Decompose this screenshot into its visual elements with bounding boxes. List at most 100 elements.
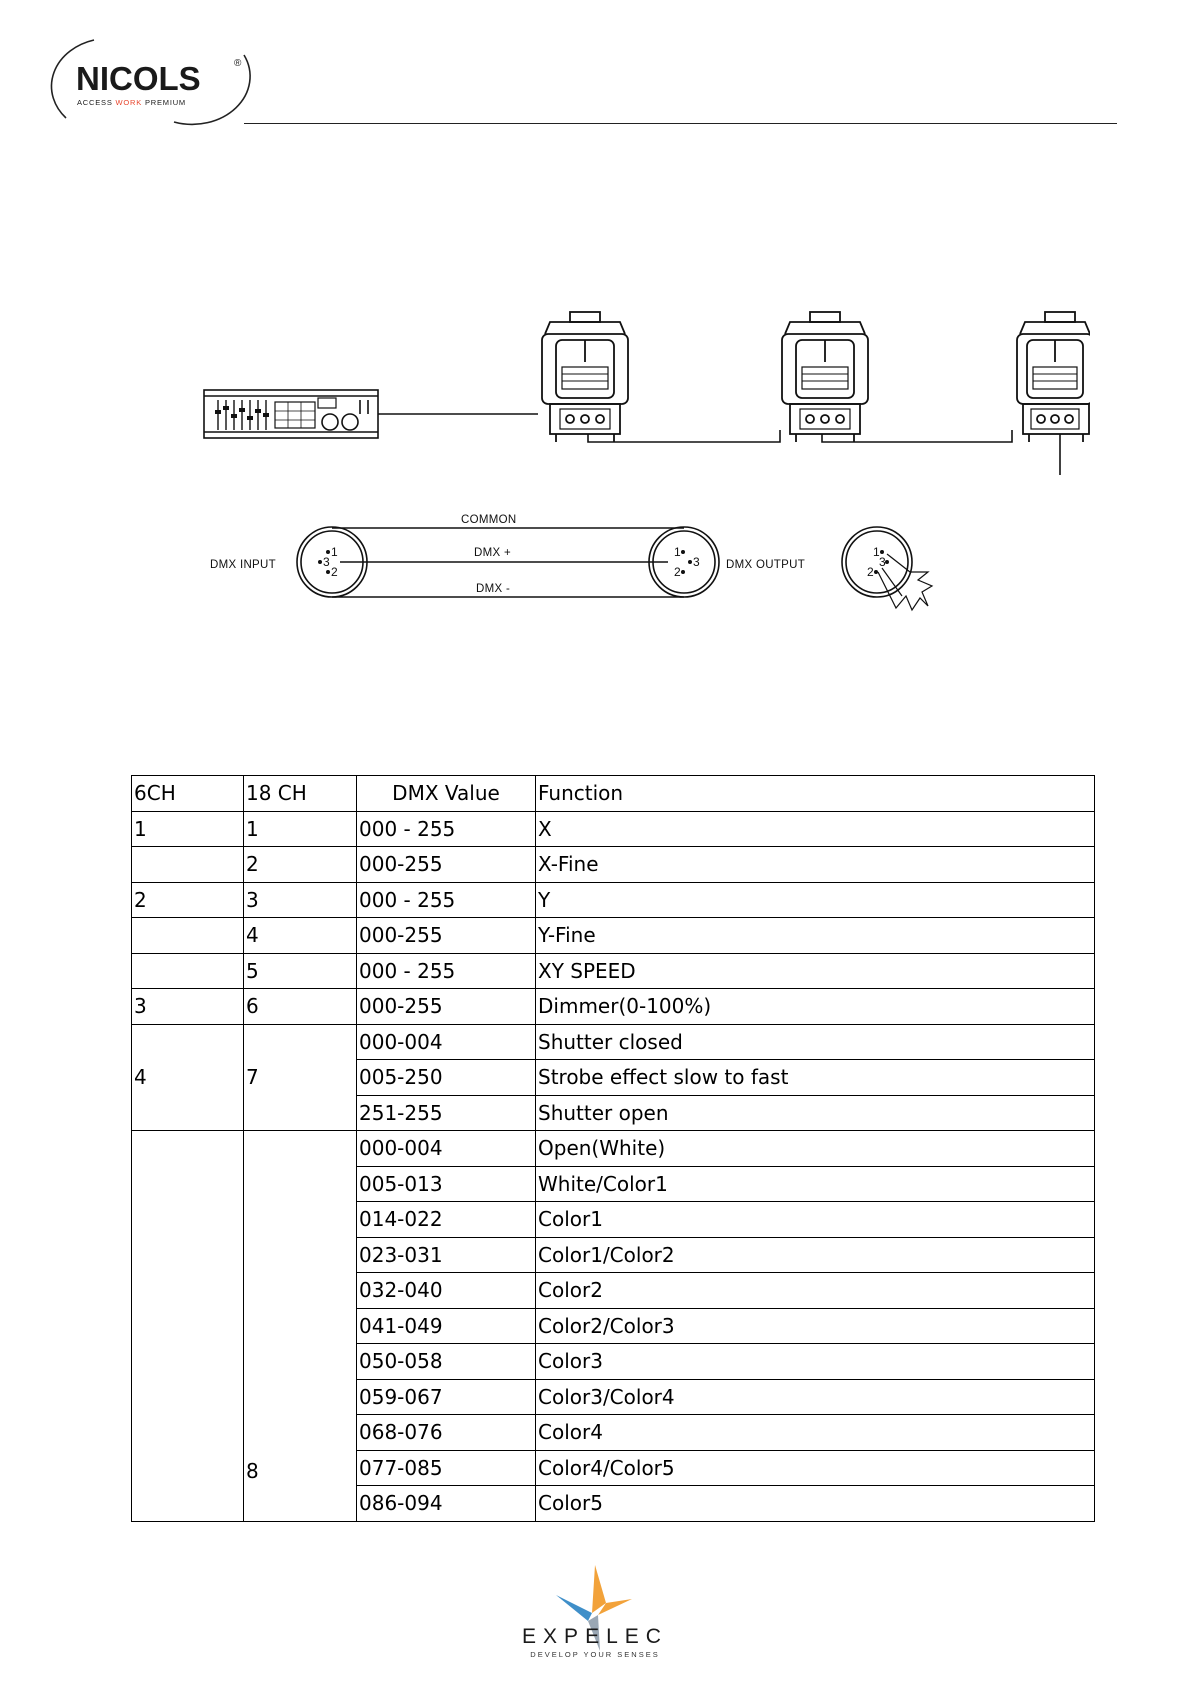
cell-dmx-value: 000 - 255 bbox=[356, 810, 536, 847]
xlr-pinout bbox=[296, 526, 934, 612]
pin-label: 1 bbox=[331, 545, 338, 559]
cell-dmx-value: 005-250 bbox=[356, 1059, 536, 1096]
table-header-row: 6CH 18 CH DMX Value Function bbox=[131, 775, 1095, 812]
moving-head-icon bbox=[541, 311, 629, 442]
cell-function: Strobe effect slow to fast bbox=[535, 1059, 1095, 1096]
cell-function: Color5 bbox=[535, 1485, 1095, 1522]
cell-function: Color2/Color3 bbox=[535, 1307, 1095, 1344]
cell-dmx-value: 014-022 bbox=[356, 1201, 536, 1238]
table-row: 4 7 000-004 Shutter closed bbox=[131, 1023, 1095, 1131]
nicols-logo: NICOLS ® ACCESS WORK PREMIUM bbox=[50, 39, 251, 126]
cell-6ch: 3 bbox=[131, 988, 244, 1025]
cell-function: Color1 bbox=[535, 1201, 1095, 1238]
header-dmx-value: DMX Value bbox=[356, 775, 536, 812]
cell-6ch bbox=[131, 952, 244, 989]
dmx-wiring-diagram: 1 3 2 1 3 2 1 3 2 COMMON DMX + DMX - DMX… bbox=[203, 311, 1090, 612]
cell-function: White/Color1 bbox=[535, 1165, 1095, 1202]
footer-brand: EXPELEC bbox=[522, 1625, 668, 1648]
moving-head-icon bbox=[781, 311, 869, 442]
cell-dmx-value: 000-004 bbox=[356, 1023, 536, 1060]
cell-function: Color4 bbox=[535, 1414, 1095, 1451]
cell-dmx-value: 005-013 bbox=[356, 1165, 536, 1202]
cell-18ch: 4 bbox=[243, 917, 357, 954]
logo-brand-text: NICOLS bbox=[76, 60, 201, 97]
cell-18ch: 5 bbox=[243, 952, 357, 989]
expelec-logo-icon bbox=[556, 1565, 632, 1651]
header-function: Function bbox=[535, 775, 1095, 812]
logo-tagline: ACCESS WORK PREMIUM bbox=[77, 98, 186, 107]
cell-18ch: 3 bbox=[243, 881, 357, 918]
cell-dmx-value: 000-004 bbox=[356, 1130, 536, 1167]
dmx-output-label: DMX OUTPUT bbox=[726, 559, 805, 571]
header-6ch: 6CH bbox=[131, 775, 244, 812]
pin-label: 3 bbox=[693, 555, 700, 569]
cell-18ch: 6 bbox=[243, 988, 357, 1025]
cell-18ch: 2 bbox=[243, 846, 357, 883]
cell-function: Open(White) bbox=[535, 1130, 1095, 1167]
dmx-controller-icon bbox=[203, 389, 379, 439]
cell-18ch: 8 bbox=[243, 1130, 357, 1522]
cell-dmx-value: 000-255 bbox=[356, 846, 536, 883]
registered-mark: ® bbox=[234, 58, 242, 69]
cell-function: Color3 bbox=[535, 1343, 1095, 1380]
pin-label: 1 bbox=[674, 545, 681, 559]
cell-dmx-value: 068-076 bbox=[356, 1414, 536, 1451]
cell-dmx-value: 251-255 bbox=[356, 1094, 536, 1131]
dmx-input-label: DMX INPUT bbox=[210, 559, 276, 571]
cell-dmx-value: 023-031 bbox=[356, 1236, 536, 1273]
cell-6ch: 2 bbox=[131, 881, 244, 918]
header-18ch: 18 CH bbox=[243, 775, 357, 812]
cell-dmx-value: 000 - 255 bbox=[356, 881, 536, 918]
cell-6ch: 4 bbox=[131, 1023, 244, 1131]
cell-function: Color3/Color4 bbox=[535, 1378, 1095, 1415]
cell-function: X-Fine bbox=[535, 846, 1095, 883]
cell-18ch: 7 bbox=[243, 1023, 357, 1131]
cell-function: Color2 bbox=[535, 1272, 1095, 1309]
cell-function: Color1/Color2 bbox=[535, 1236, 1095, 1273]
moving-head-icon bbox=[1016, 311, 1090, 442]
common-label: COMMON bbox=[461, 514, 516, 526]
cell-dmx-value: 000-255 bbox=[356, 917, 536, 954]
cell-6ch bbox=[131, 1130, 244, 1522]
cell-dmx-value: 050-058 bbox=[356, 1343, 536, 1380]
cell-function: Color4/Color5 bbox=[535, 1449, 1095, 1486]
pin-label: 2 bbox=[674, 565, 681, 579]
footer-tagline: DEVELOP YOUR SENSES bbox=[530, 1650, 660, 1659]
cell-dmx-value: 000 - 255 bbox=[356, 952, 536, 989]
cell-function: Shutter open bbox=[535, 1094, 1095, 1131]
cell-function: Dimmer(0-100%) bbox=[535, 988, 1095, 1025]
cell-dmx-value: 000-255 bbox=[356, 988, 536, 1025]
cell-dmx-value: 059-067 bbox=[356, 1378, 536, 1415]
pin-label: 3 bbox=[879, 555, 886, 569]
dmx-plus-label: DMX + bbox=[474, 547, 511, 559]
pin-label: 1 bbox=[873, 545, 880, 559]
table-row: 8 000-004 Open(White) bbox=[131, 1130, 1095, 1522]
cell-dmx-value: 032-040 bbox=[356, 1272, 536, 1309]
header-rule bbox=[244, 123, 1117, 124]
dmx-minus-label: DMX - bbox=[476, 583, 510, 595]
pin-label: 3 bbox=[323, 555, 330, 569]
pin-label: 2 bbox=[331, 565, 338, 579]
cell-6ch bbox=[131, 917, 244, 954]
cell-function: Y bbox=[535, 881, 1095, 918]
cell-function: XY SPEED bbox=[535, 952, 1095, 989]
cell-dmx-value: 086-094 bbox=[356, 1485, 536, 1522]
cell-6ch: 1 bbox=[131, 810, 244, 847]
cell-function: Y-Fine bbox=[535, 917, 1095, 954]
cell-function: Shutter closed bbox=[535, 1023, 1095, 1060]
